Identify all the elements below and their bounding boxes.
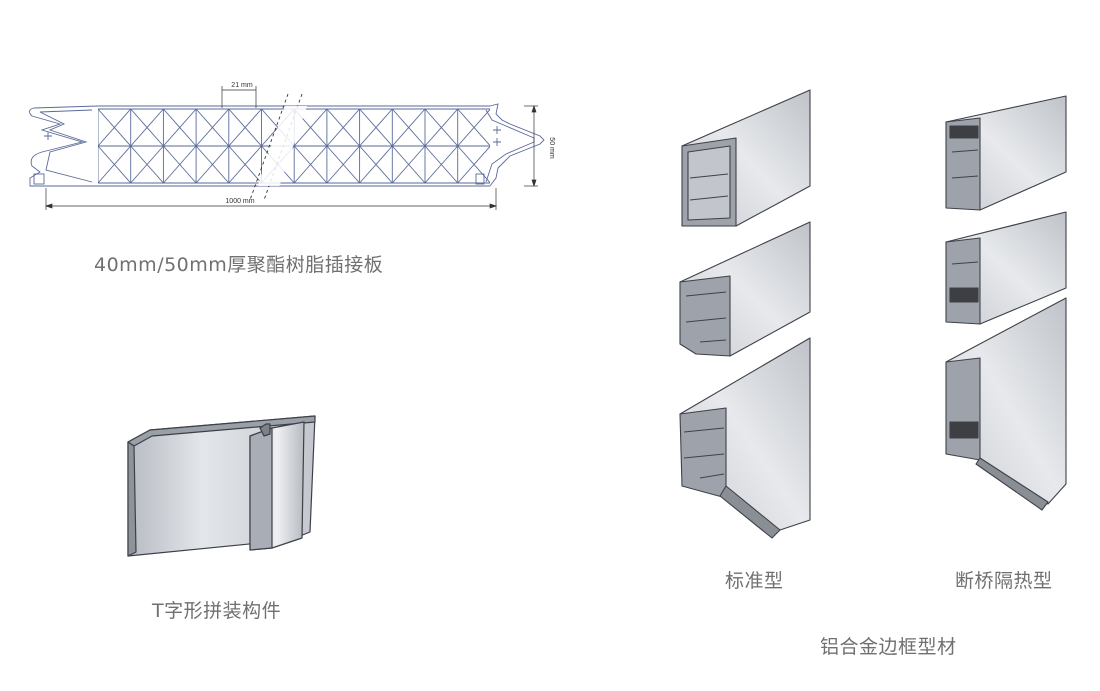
t-piece-caption: T字形拼装构件	[152, 600, 282, 622]
thermal-frame-illustration	[940, 92, 1070, 512]
dim-width-label: 1000 mm	[225, 198, 254, 205]
dim-height-label: 50 mm	[548, 137, 555, 159]
standard-frame-illustration	[670, 86, 815, 539]
panel-cross-section: 1000 mm 50 mm 21 mm	[29, 82, 555, 210]
standard-frame-caption: 标准型	[725, 570, 784, 592]
panel-caption: 40mm/50mm厚聚酯树脂插接板	[94, 254, 384, 276]
frames-group-caption: 铝合金边框型材	[820, 636, 957, 658]
thermal-frame-caption: 断桥隔热型	[955, 570, 1053, 592]
dim-cell-label: 21 mm	[231, 82, 253, 89]
panel-diagram: 1000 mm 50 mm 21 mm	[20, 80, 560, 220]
t-piece-illustration	[120, 410, 330, 570]
